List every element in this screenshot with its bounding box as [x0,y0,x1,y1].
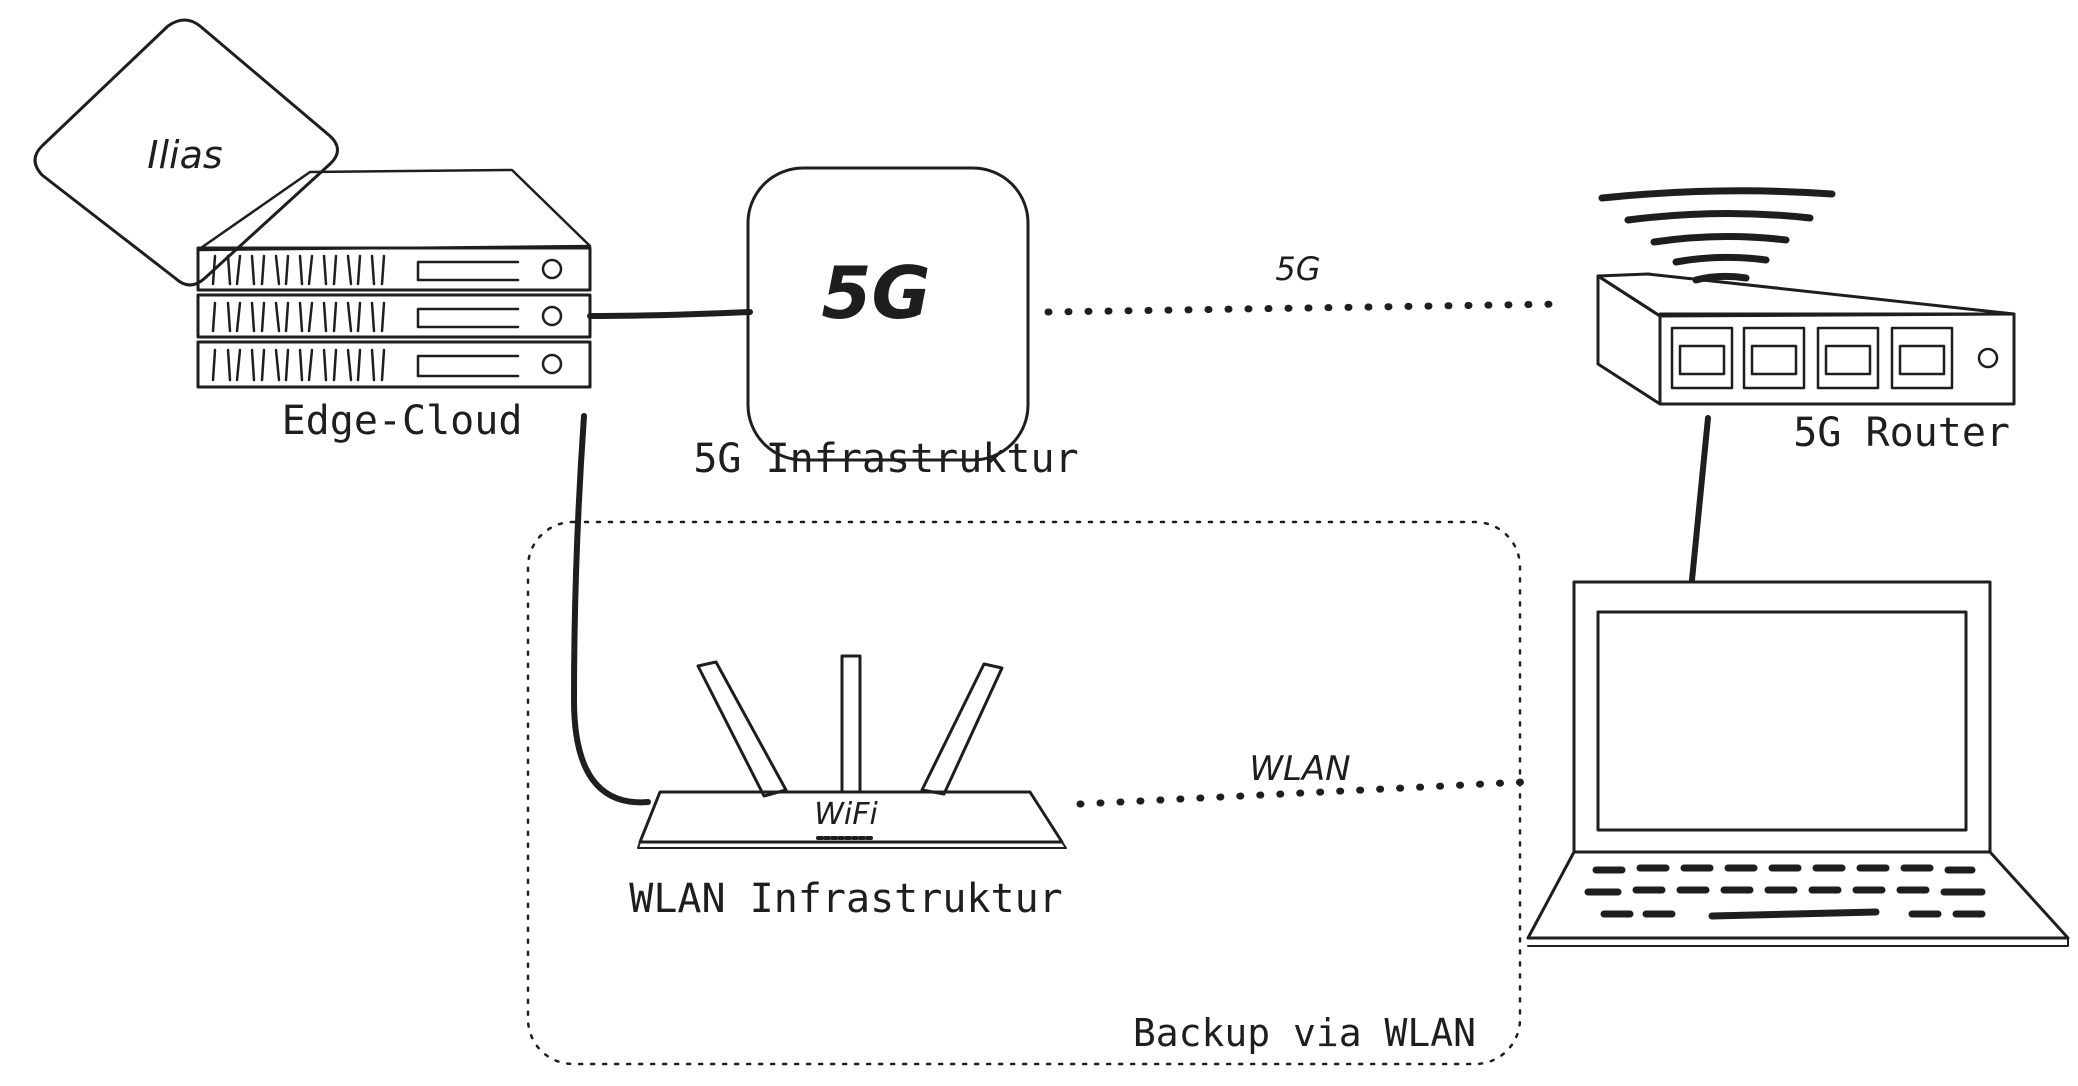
edge-to-wlan-line [571,413,651,806]
5g-router-icon [1596,187,2016,406]
keyboard-keys [1584,864,1986,920]
server-drive-bays [416,260,520,378]
wlan-link-line [1076,778,1528,808]
5g-infrastructure-icon: 5G [746,166,1030,462]
server-vents [211,254,386,382]
ilias-node: Ilias [33,18,339,287]
edge-cloud-label: Edge-Cloud [282,398,523,444]
wlan-link-label: WLAN [1249,749,1350,789]
5g-link-line [1044,300,1566,316]
laptop-icon [1526,580,2070,947]
5g-router-label: 5G Router [1793,410,2010,456]
wlan-router-icon: WiFi [637,654,1067,849]
backup-group-label: Backup via WLAN [1133,1011,1476,1055]
signal-waves-icon [1598,187,1836,284]
router-to-laptop-line [1689,415,1711,583]
edge-to-5g-line [587,309,753,319]
backup-group: Backup via WLAN [526,520,1522,1066]
5g-infra-icon-text: 5G [821,251,930,335]
router-ethernet-ports [1670,326,1954,390]
edge-cloud-server-icon [196,168,592,389]
5g-link-label: 5G [1275,250,1320,288]
5g-infra-label: 5G Infrastruktur [693,436,1078,482]
wifi-icon-text: WiFi [814,797,878,832]
ilias-label: Ilias [147,133,222,177]
wlan-infra-label: WLAN Infrastruktur [629,876,1062,922]
